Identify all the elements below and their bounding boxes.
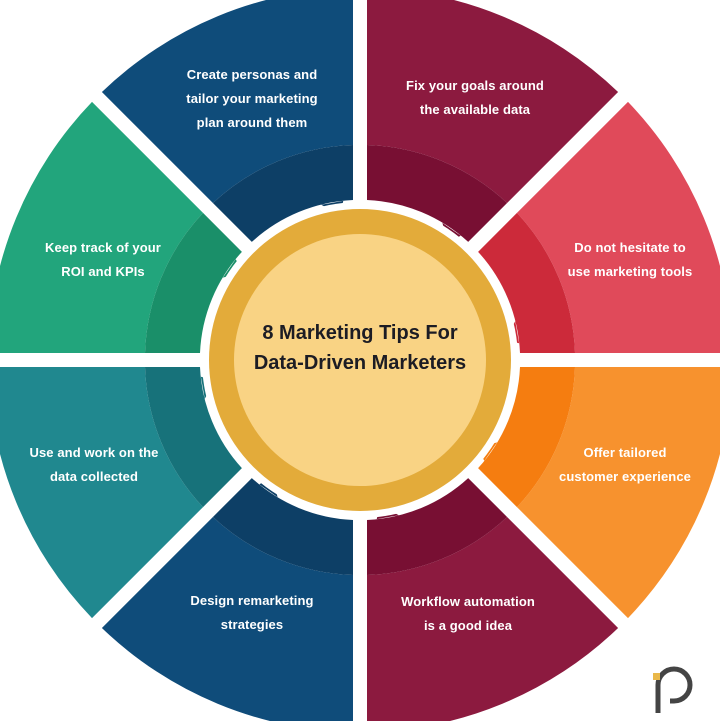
sector-inner-personas xyxy=(212,145,353,242)
sector-tools xyxy=(516,101,720,353)
sector-roi xyxy=(0,101,204,353)
tip-roi: Keep track of your ROI and KPIs xyxy=(45,240,161,279)
sector-inner-roi xyxy=(145,212,242,353)
sector-experience xyxy=(516,367,720,619)
tip-data: Use and work on the data collected xyxy=(29,445,159,484)
yellow-disc xyxy=(234,234,486,486)
tip-remarketing: Design remarketing strategies xyxy=(190,593,314,632)
sector-inner-tools xyxy=(478,212,575,353)
sector-inner-experience xyxy=(478,367,575,508)
tip-experience: Offer tailored customer experience xyxy=(559,445,691,484)
sector-data xyxy=(0,367,204,619)
sector-goals xyxy=(367,0,619,204)
sector-remarketing xyxy=(101,516,353,721)
tip-tools: Do not hesitate to use marketing tools xyxy=(567,240,693,279)
sector-inner-goals xyxy=(367,145,508,242)
brand-logo-icon xyxy=(653,666,693,713)
page-title: 8 Marketing Tips For Data-Driven Markete… xyxy=(253,322,467,374)
tip-goals: Fix your goals around the available data xyxy=(406,78,544,117)
tip-personas: Create personas and tailor your marketin… xyxy=(186,67,318,130)
sector-inner-remarketing xyxy=(212,478,353,575)
sector-inner-automation xyxy=(367,478,508,575)
sector-personas xyxy=(101,0,353,204)
sector-inner-data xyxy=(145,367,242,508)
tip-automation: Workflow automation is a good idea xyxy=(401,594,535,633)
sector-automation xyxy=(367,516,619,721)
